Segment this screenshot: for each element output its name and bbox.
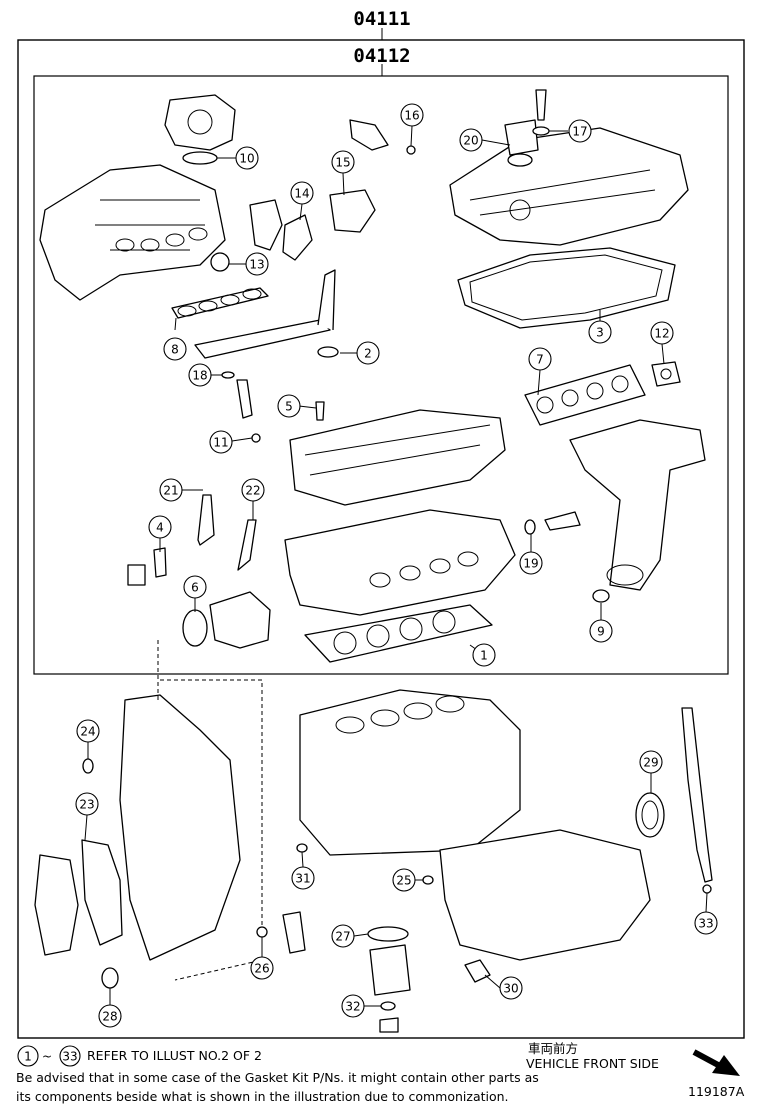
svg-text:15: 15: [335, 156, 350, 170]
svg-text:27: 27: [335, 930, 350, 944]
callout-16: 16: [400, 103, 424, 127]
callout-21: 21: [159, 478, 183, 502]
callout-19: 19: [519, 551, 543, 575]
callout-17: 17: [568, 119, 592, 143]
svg-text:32: 32: [345, 1000, 360, 1014]
svg-text:29: 29: [643, 756, 658, 770]
refer-illustration-text: REFER TO ILLUST NO.2 OF 2: [87, 1048, 262, 1063]
callout-26: 26: [250, 956, 274, 980]
svg-text:19: 19: [523, 557, 538, 571]
svg-text:11: 11: [213, 436, 228, 450]
svg-text:13: 13: [249, 258, 264, 272]
kit-outer-number: 04111: [353, 8, 410, 30]
svg-text:8: 8: [171, 343, 179, 357]
svg-text:23: 23: [79, 798, 94, 812]
callout-9: 9: [589, 619, 613, 643]
vehicle-front-label-en: VEHICLE FRONT SIDE: [526, 1056, 659, 1071]
vehicle-front-label-jp: 車両前方: [528, 1041, 579, 1056]
svg-text:6: 6: [191, 581, 199, 595]
kit-inner-number: 04112: [353, 45, 410, 67]
callout-27: 27: [331, 924, 355, 948]
svg-text:7: 7: [536, 353, 544, 367]
callout-2: 2: [356, 341, 380, 365]
callout-23: 23: [75, 792, 99, 816]
svg-text:5: 5: [285, 400, 293, 414]
callout-22: 22: [241, 478, 265, 502]
callout-32: 32: [341, 994, 365, 1018]
callout-15: 15: [331, 150, 355, 174]
kit-inner-frame: [33, 75, 729, 675]
svg-text:10: 10: [239, 152, 254, 166]
callout-29: 29: [639, 750, 663, 774]
callout-11: 11: [209, 430, 233, 454]
gasket-kit-note-line-2: its components beside what is shown in t…: [16, 1089, 509, 1104]
svg-text:26: 26: [254, 962, 269, 976]
callout-4: 4: [148, 515, 172, 539]
svg-text:9: 9: [597, 625, 605, 639]
callout-6: 6: [183, 575, 207, 599]
svg-text:24: 24: [80, 725, 95, 739]
callout-7: 7: [528, 347, 552, 371]
svg-text:2: 2: [364, 347, 372, 361]
callout-12: 12: [650, 321, 674, 345]
callout-28: 28: [98, 1004, 122, 1028]
svg-text:3: 3: [596, 326, 604, 340]
vehicle-front-arrow-icon: [692, 1049, 740, 1076]
svg-text:31: 31: [295, 872, 310, 886]
refer-range-legend: 1 ~ 33: [17, 1045, 81, 1067]
callout-10: 10: [235, 146, 259, 170]
svg-text:21: 21: [163, 484, 178, 498]
svg-text:17: 17: [572, 125, 587, 139]
svg-text:33: 33: [698, 917, 713, 931]
range-separator: ~: [42, 1050, 52, 1064]
leader-lines: [84, 125, 708, 1007]
callout-3: 3: [588, 320, 612, 344]
callout-24: 24: [76, 719, 100, 743]
svg-text:16: 16: [404, 109, 419, 123]
callout-31: 31: [291, 866, 315, 890]
callout-13: 13: [245, 252, 269, 276]
callout-30: 30: [499, 976, 523, 1000]
svg-text:18: 18: [192, 369, 207, 383]
svg-text:25: 25: [396, 874, 411, 888]
svg-text:20: 20: [463, 134, 478, 148]
callout-8: 8: [163, 337, 187, 361]
svg-text:22: 22: [245, 484, 260, 498]
kit-outer-frame: [17, 39, 745, 1039]
callout-33: 33: [694, 911, 718, 935]
svg-text:1: 1: [480, 649, 488, 663]
callout-20: 20: [459, 128, 483, 152]
callout-25: 25: [392, 868, 416, 892]
svg-text:14: 14: [294, 187, 309, 201]
range-end: 33: [62, 1050, 77, 1064]
callout-18: 18: [188, 363, 212, 387]
range-start: 1: [24, 1050, 32, 1064]
callout-1: 1: [472, 643, 496, 667]
gasket-kit-note-line-1: Be advised that in some case of the Gask…: [16, 1070, 539, 1085]
svg-text:28: 28: [102, 1010, 117, 1024]
callout-14: 14: [290, 181, 314, 205]
illustration-id: 119187A: [688, 1084, 745, 1099]
svg-text:12: 12: [654, 327, 669, 341]
svg-text:30: 30: [503, 982, 518, 996]
svg-text:4: 4: [156, 521, 164, 535]
parts-artwork: [34, 89, 713, 1033]
callout-5: 5: [277, 394, 301, 418]
